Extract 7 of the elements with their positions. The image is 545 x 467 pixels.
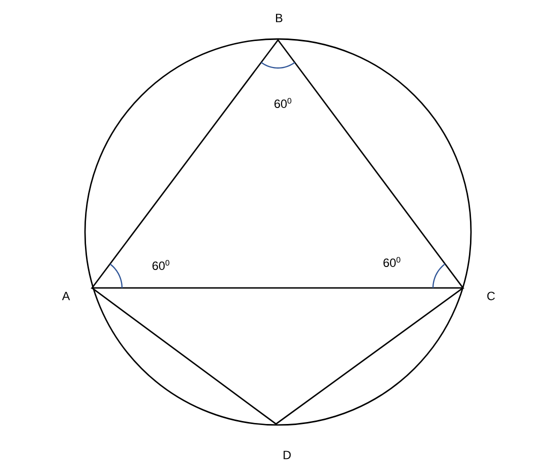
vertex-label: A [62, 292, 70, 300]
vertex-label: C [487, 292, 495, 300]
vertex-label: B [276, 14, 282, 22]
vertex-label: D [284, 450, 291, 460]
angle-label: 60$^{0}$ [152, 260, 170, 270]
angle-label: 60$^{0}$ [384, 256, 400, 267]
angle-label: 60$^{0}$ [274, 98, 292, 108]
